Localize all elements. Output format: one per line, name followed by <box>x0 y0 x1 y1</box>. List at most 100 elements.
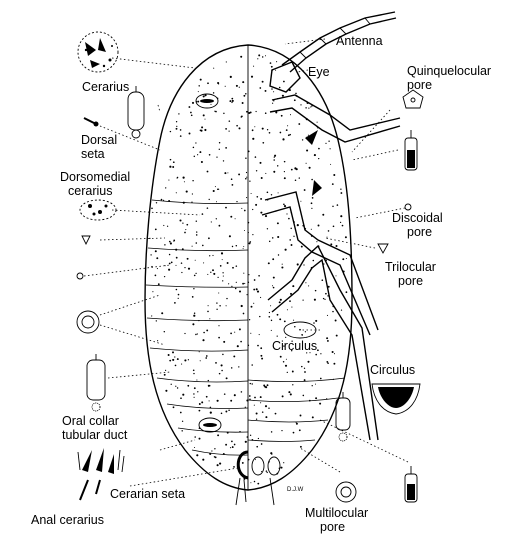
stipple-dot <box>261 357 264 360</box>
stipple-dot <box>215 218 217 220</box>
stipple-dot <box>293 319 295 321</box>
stipple-dot <box>291 370 294 373</box>
stipple-dot <box>290 227 292 230</box>
stipple-dot <box>174 356 176 358</box>
stipple-dot <box>286 213 288 215</box>
stipple-dot <box>204 94 207 97</box>
oral-rim-duct-icon <box>127 86 145 139</box>
stipple-dot <box>279 298 282 301</box>
stipple-dot <box>193 396 195 398</box>
stipple-dot <box>169 242 172 245</box>
stipple-dot <box>205 357 208 359</box>
stipple-dot <box>168 179 170 181</box>
stipple-dot <box>207 305 209 307</box>
stipple-dot <box>341 224 344 227</box>
stipple-dot <box>283 80 285 83</box>
stipple-dot <box>291 306 293 308</box>
stipple-dot <box>247 150 250 153</box>
stipple-dot <box>193 387 196 390</box>
stipple-dot <box>252 234 254 236</box>
stipple-dot <box>283 160 286 163</box>
stipple-dot <box>177 293 180 296</box>
stipple-dot <box>283 177 286 180</box>
stipple-dot <box>191 101 195 104</box>
stipple-dot <box>259 87 262 89</box>
stipple-dot <box>207 310 209 313</box>
stipple-dot <box>218 224 221 227</box>
stipple-dot <box>168 240 171 243</box>
stipple-dot <box>230 332 232 335</box>
label-oral-collar-tubular-duct-line1: Oral collar <box>62 414 119 428</box>
stipple-dot <box>163 373 166 376</box>
stipple-dot <box>218 83 220 85</box>
stipple-dot <box>300 104 302 106</box>
stipple-dot <box>253 404 255 406</box>
stipple-dot <box>258 54 261 57</box>
stipple-dot <box>187 359 190 361</box>
stipple-dot <box>272 286 275 289</box>
stipple-dot <box>244 440 247 443</box>
stipple-dot <box>282 360 285 363</box>
stipple-dot <box>164 244 166 246</box>
stipple-dot <box>266 129 269 131</box>
stipple-dot <box>276 313 279 316</box>
stipple-dot <box>345 291 348 294</box>
stipple-dot <box>193 155 196 158</box>
stipple-dot <box>240 340 242 343</box>
stipple-dot <box>289 393 292 396</box>
stipple-dot <box>220 412 223 415</box>
stipple-dot <box>216 156 218 158</box>
stipple-dot <box>274 154 277 157</box>
stipple-dot <box>221 369 223 372</box>
stipple-dot <box>285 336 287 338</box>
stipple-dot <box>273 100 275 102</box>
stipple-dot <box>290 244 293 246</box>
stipple-dot <box>216 464 219 467</box>
stipple-dot <box>266 384 269 387</box>
stipple-dot <box>244 406 246 408</box>
stipple-dot <box>296 263 299 266</box>
stipple-dot <box>197 100 200 103</box>
stipple-dot <box>175 121 178 123</box>
stipple-dot <box>291 340 293 342</box>
stipple-dot <box>176 176 179 179</box>
stipple-dot <box>251 383 253 385</box>
stipple-dot <box>163 330 166 333</box>
stipple-dot <box>299 414 302 417</box>
stipple-dot <box>243 229 246 232</box>
stipple-dot <box>184 359 187 362</box>
stipple-dot <box>206 170 209 173</box>
label-antenna: Antenna <box>336 34 383 48</box>
stipple-dot <box>275 69 277 71</box>
stipple-dot <box>181 363 183 365</box>
stipple-dot <box>185 229 187 231</box>
stipple-dot <box>270 319 273 322</box>
dorsomedial-cerarius-icon <box>79 199 117 221</box>
stipple-dot <box>332 205 334 208</box>
stipple-dot <box>175 127 178 130</box>
stipple-dot <box>318 147 320 150</box>
stipple-dot <box>198 351 200 353</box>
stipple-dot <box>260 443 263 445</box>
stipple-dot <box>168 253 171 256</box>
stipple-dot <box>175 192 177 194</box>
stipple-dot <box>326 361 329 363</box>
stipple-dot <box>335 334 338 337</box>
stipple-dot <box>205 355 208 357</box>
stipple-dot <box>157 283 160 286</box>
stipple-dot <box>243 246 245 248</box>
stipple-dot <box>325 292 327 295</box>
stipple-dot <box>215 110 217 113</box>
stipple-dot <box>234 287 237 290</box>
stipple-dot <box>283 171 285 173</box>
stipple-dot <box>193 274 196 277</box>
stipple-dot <box>160 198 163 201</box>
stipple-dot <box>283 203 285 206</box>
stipple-dot <box>271 88 273 90</box>
stipple-dot <box>290 349 293 352</box>
tubular-duct-icon-right-bottom <box>404 466 418 503</box>
stipple-dot <box>151 315 153 317</box>
stipple-dot <box>179 411 182 414</box>
stipple-dot <box>210 221 212 223</box>
stipple-dot <box>259 315 261 318</box>
